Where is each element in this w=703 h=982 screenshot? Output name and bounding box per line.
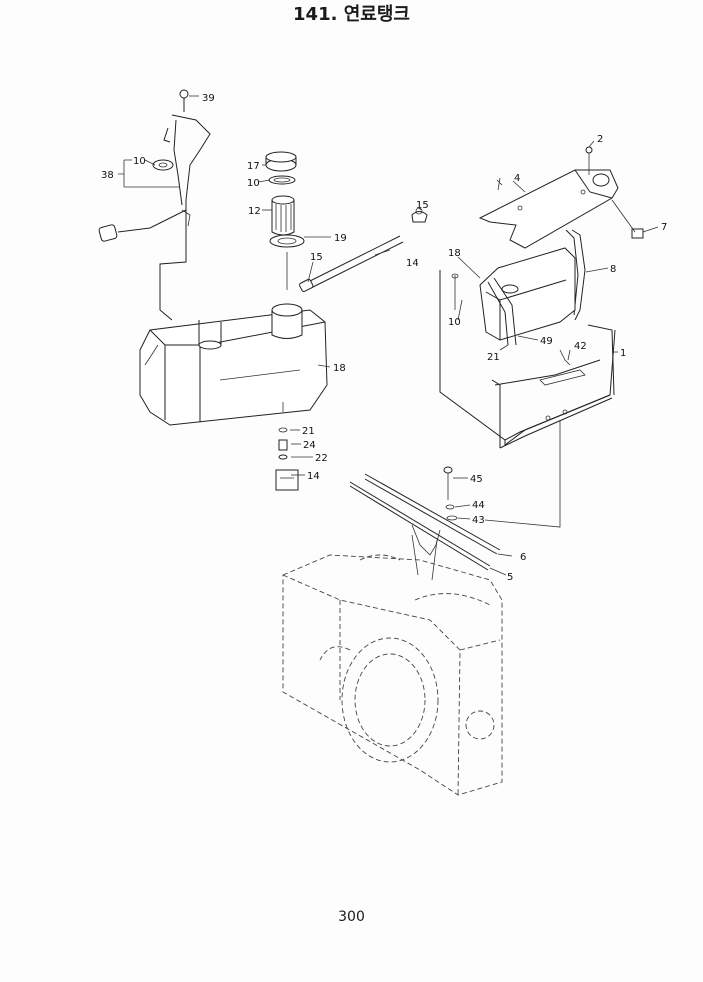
callout-4: 4 (514, 173, 520, 184)
callout-21: 21 (487, 352, 500, 363)
leader-lines (118, 95, 659, 576)
callout-18: 18 (448, 248, 461, 259)
callout-labels: 39 38 10 17 10 12 19 15 15 14 18 21 24 2… (101, 93, 667, 583)
mounting-rails-illustration (349, 466, 501, 581)
callout-1: 1 (620, 348, 626, 359)
callout-39: 39 (202, 93, 215, 104)
fuel-tank-left-illustration (139, 303, 328, 426)
callout-43: 43 (472, 515, 485, 526)
callout-14: 14 (307, 471, 320, 482)
callout-17: 17 (247, 161, 260, 172)
callout-42: 42 (574, 341, 587, 352)
callout-10: 10 (448, 317, 461, 328)
page-title: 141. 연료탱크 (293, 4, 410, 25)
callout-14: 14 (406, 258, 419, 269)
tank-cover-illustration (478, 146, 644, 321)
callout-12: 12 (248, 206, 261, 217)
callout-10: 10 (247, 178, 260, 189)
callout-22: 22 (315, 453, 328, 464)
callout-10: 10 (133, 156, 146, 167)
page-number: 300 (338, 909, 365, 925)
callout-49: 49 (540, 336, 553, 347)
callout-44: 44 (472, 500, 485, 511)
fuel-tank-right-illustration (451, 247, 576, 346)
callout-18: 18 (333, 363, 346, 374)
engine-housing-illustration (282, 554, 503, 796)
fuel-gauge-sender-illustration (98, 89, 211, 321)
callout-24: 24 (303, 440, 316, 451)
callout-8: 8 (610, 264, 616, 275)
filler-cap-illustration (265, 151, 305, 290)
callout-19: 19 (334, 233, 347, 244)
drain-fittings-illustration (275, 427, 299, 491)
callout-45: 45 (470, 474, 483, 485)
callout-38: 38 (101, 170, 114, 181)
callout-15: 15 (416, 200, 429, 211)
callout-15: 15 (310, 252, 323, 263)
callout-6: 6 (520, 552, 526, 563)
fuel-hose-illustration (299, 207, 428, 292)
callout-5: 5 (507, 572, 513, 583)
callout-7: 7 (661, 222, 667, 233)
callout-2: 2 (597, 134, 603, 145)
tank-support-frame-illustration (439, 270, 616, 449)
callout-21: 21 (302, 426, 315, 437)
